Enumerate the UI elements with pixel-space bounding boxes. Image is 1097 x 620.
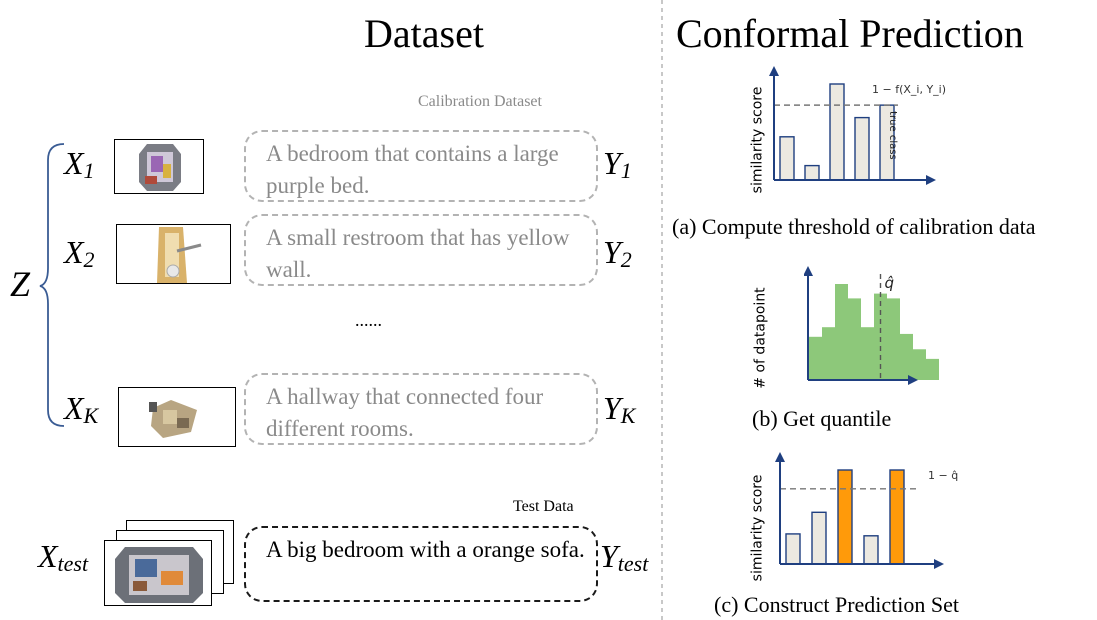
test-caption-box: A big bedroom with a orange sofa. bbox=[244, 526, 598, 602]
panel-b-bar bbox=[900, 333, 913, 380]
panel-c-bar bbox=[811, 511, 827, 565]
panel-a-bar bbox=[854, 116, 870, 181]
set-brace bbox=[39, 143, 65, 427]
caption-box-2: A small restroom that has yellow wall. bbox=[244, 214, 598, 286]
panel-b-chart: q̂ bbox=[804, 266, 939, 385]
caption-box-k: A hallway that connected four different … bbox=[244, 373, 598, 445]
set-symbol-z: Z bbox=[10, 264, 31, 304]
y-1-label: Y1 bbox=[603, 145, 632, 183]
panel-a-bar bbox=[829, 83, 845, 181]
panel-b-bar bbox=[861, 327, 874, 380]
y-k-label: YK bbox=[603, 390, 636, 428]
y-test-label: Ytest bbox=[600, 538, 649, 576]
panel-b-caption: (b) Get quantile bbox=[752, 406, 892, 431]
panel-c-ylabel: similarity score bbox=[749, 474, 766, 582]
x-test-label: Xtest bbox=[38, 538, 89, 576]
conformal-title: Conformal Prediction bbox=[676, 11, 1024, 56]
quantile-label: q̂ bbox=[885, 274, 895, 292]
panel-b-bar bbox=[887, 298, 900, 380]
panel-b-bar bbox=[848, 298, 861, 380]
panel-a-ylabel: similarity score bbox=[749, 86, 766, 194]
panel-a-caption: (a) Compute threshold of calibration dat… bbox=[672, 214, 1036, 239]
room-image-2 bbox=[116, 224, 231, 284]
panel-a-threshold-label: 1 − f(X_i, Y_i) bbox=[872, 83, 946, 96]
panel-b-ylabel: # of datapoint bbox=[752, 287, 769, 389]
panel-b-bar bbox=[874, 293, 887, 380]
panel-a-bar bbox=[804, 164, 820, 181]
panel-a-bar bbox=[779, 136, 795, 181]
x-1-label: X1 bbox=[64, 145, 95, 183]
panel-c-selected-bar bbox=[889, 469, 905, 565]
panel-b-bar bbox=[822, 327, 835, 380]
panel-b-bar bbox=[926, 358, 939, 380]
test-image bbox=[104, 540, 212, 606]
x-2-label: X2 bbox=[64, 234, 95, 272]
dataset-title: Dataset bbox=[364, 11, 484, 56]
y-2-label: Y2 bbox=[603, 234, 632, 272]
panel-c-chart: 1 − q̂ bbox=[775, 452, 958, 569]
calibration-dataset-label: Calibration Dataset bbox=[418, 93, 542, 110]
test-data-label: Test Data bbox=[513, 498, 574, 515]
true-class-label: true class bbox=[887, 111, 898, 160]
panel-b-bar bbox=[913, 349, 926, 380]
room-image-1 bbox=[114, 139, 204, 194]
room-image-k bbox=[118, 387, 236, 447]
panel-c-caption: (c) Construct Prediction Set bbox=[714, 592, 960, 617]
caption-box-1: A bedroom that contains a large purple b… bbox=[244, 130, 598, 202]
panel-b-bar bbox=[809, 336, 822, 380]
panel-b-bar bbox=[835, 284, 848, 380]
panel-a-chart: true class 1 − f(X_i, Y_i) bbox=[769, 66, 946, 185]
panel-c-bar bbox=[863, 535, 879, 565]
section-divider bbox=[661, 0, 663, 620]
panel-c-bar bbox=[785, 533, 801, 565]
panel-c-selected-bar bbox=[837, 469, 853, 565]
x-k-label: XK bbox=[64, 390, 99, 428]
ellipsis: ...... bbox=[355, 310, 382, 330]
panel-c-threshold-label: 1 − q̂ bbox=[928, 469, 958, 482]
